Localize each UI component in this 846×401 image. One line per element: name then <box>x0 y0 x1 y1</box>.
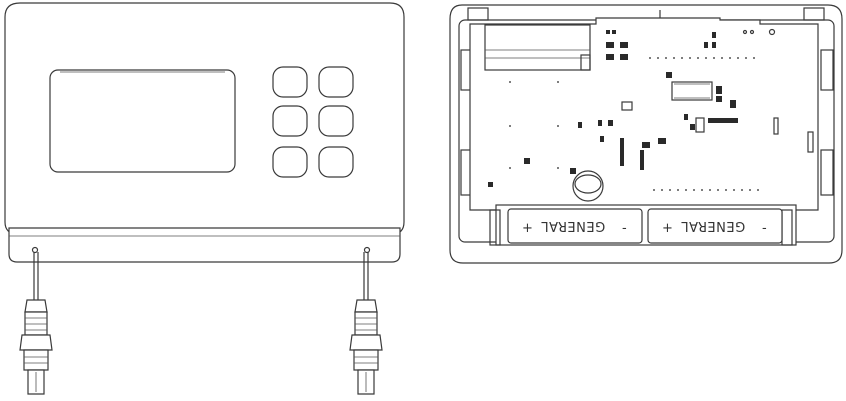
front-housing <box>4 2 405 235</box>
battery-plus: + <box>522 221 533 236</box>
battery-brand: GENERAL <box>681 218 746 233</box>
capacitor <box>572 170 604 202</box>
cable-connector-left <box>19 252 53 395</box>
front-view <box>4 2 405 395</box>
keypad-button <box>318 66 354 98</box>
keypad <box>272 66 354 178</box>
keypad-button <box>318 146 354 178</box>
front-bottom-lip <box>8 227 401 263</box>
keypad-button <box>272 66 308 98</box>
battery <box>507 208 643 244</box>
battery-compartment: + GENERAL - + GENERAL - <box>489 204 797 246</box>
circuit-board <box>469 17 819 211</box>
cable-connector-right <box>349 252 383 395</box>
battery-minus: - <box>622 221 627 236</box>
battery-brand: GENERAL <box>541 218 606 233</box>
battery-minus: - <box>762 221 767 236</box>
open-view: + GENERAL - + GENERAL - <box>449 4 843 264</box>
keypad-button <box>318 105 354 137</box>
display-window <box>49 69 236 173</box>
battery-plus: + <box>662 221 673 236</box>
battery <box>647 208 783 244</box>
keypad-button <box>272 105 308 137</box>
keypad-button <box>272 146 308 178</box>
components <box>488 28 814 202</box>
